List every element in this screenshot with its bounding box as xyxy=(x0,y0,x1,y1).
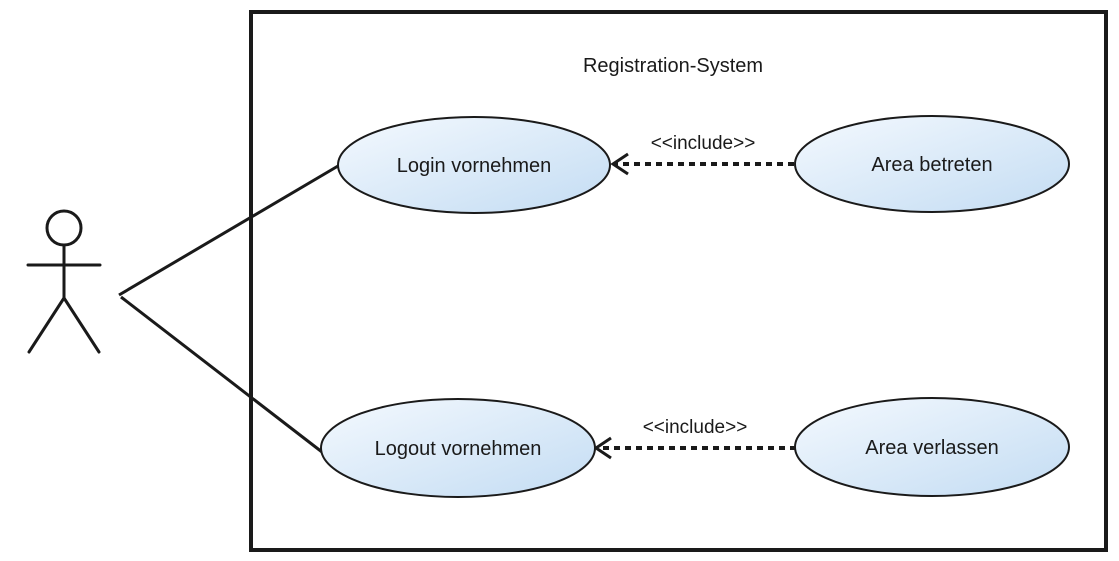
actor-head xyxy=(45,209,83,247)
include-label-bottom: <<include>> xyxy=(643,417,748,438)
usecase-area-enter-label: Area betreten xyxy=(871,154,992,176)
usecase-area-leave-shape[interactable] xyxy=(794,397,1070,497)
usecase-login-label: Login vornehmen xyxy=(397,155,552,177)
actor-icon xyxy=(26,209,102,354)
usecase-login[interactable]: Login vornehmen xyxy=(337,116,611,214)
usecase-logout-shape[interactable] xyxy=(320,398,596,498)
usecase-logout-label: Logout vornehmen xyxy=(375,438,542,460)
actor-left-leg xyxy=(27,296,66,354)
association-logout xyxy=(120,295,323,454)
include-relation-bottom: <<include>> xyxy=(593,417,796,460)
usecase-area-enter-shape[interactable] xyxy=(794,115,1070,213)
actor-right-leg xyxy=(62,296,101,354)
include-label-top: <<include>> xyxy=(651,133,756,154)
usecase-area-enter[interactable]: Area betreten xyxy=(794,115,1070,213)
usecase-area-leave[interactable]: Area verlassen xyxy=(794,397,1070,497)
include-relation-top: <<include>> xyxy=(610,133,794,176)
arrowhead-top-icon xyxy=(610,152,629,176)
association-login xyxy=(118,164,339,297)
usecase-area-leave-label: Area verlassen xyxy=(865,437,998,459)
system-title: Registration-System xyxy=(583,55,763,77)
system-boundary xyxy=(249,10,1108,552)
usecase-login-shape[interactable] xyxy=(337,116,611,214)
usecase-logout[interactable]: Logout vornehmen xyxy=(320,398,596,498)
